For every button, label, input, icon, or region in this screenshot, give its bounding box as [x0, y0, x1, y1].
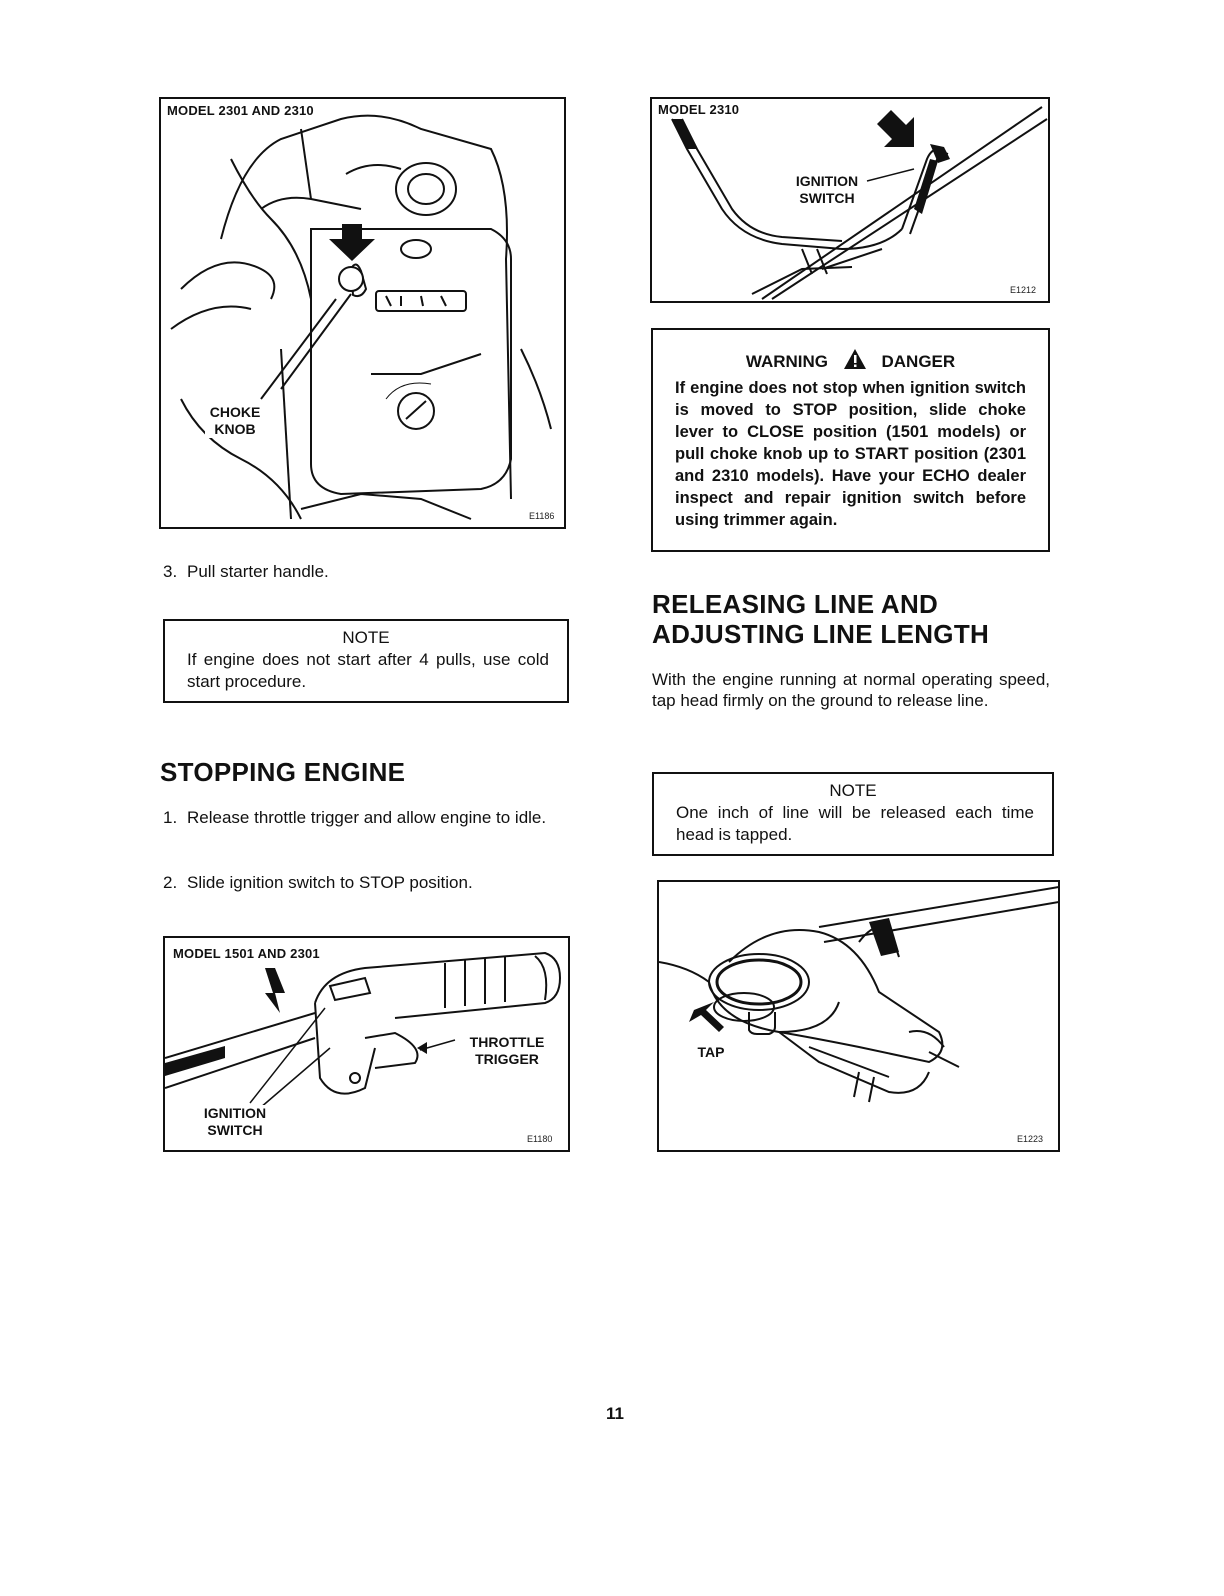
engine-model-label: MODEL 2301 AND 2310	[165, 103, 316, 118]
page-number: 11	[606, 1404, 624, 1423]
trimmer-head-illustration	[659, 886, 1058, 1103]
throttle-trigger-callout: THROTTLE TRIGGER	[461, 1034, 553, 1068]
engine-figure-code: E1186	[529, 511, 555, 521]
engine-illustration	[170, 114, 552, 520]
warning-heading: WARNING DANGER	[653, 348, 1048, 375]
danger-label: DANGER	[881, 351, 956, 371]
handle-2310-illustration	[671, 106, 1048, 300]
handle-1501-figure-code: E1180	[527, 1134, 553, 1144]
step-1-text: Release throttle trigger and allow engin…	[187, 808, 547, 827]
step-3: 3. Pull starter handle.	[163, 561, 563, 583]
step-2: 2. Slide ignition switch to STOP position…	[163, 872, 568, 894]
note-line-release: NOTE One inch of line will be released e…	[652, 772, 1054, 856]
warning-triangle-icon	[843, 348, 867, 375]
tap-callout: TAP	[691, 1044, 731, 1061]
handle-1501-model-label: MODEL 1501 AND 2301	[171, 946, 322, 961]
handle-1501-illustration	[165, 951, 562, 1109]
step-2-number: 2.	[163, 873, 178, 892]
step-3-text: Pull starter handle.	[187, 562, 329, 581]
step-1-number: 1.	[163, 808, 178, 827]
ignition-switch-callout-2310: IGNITION SWITCH	[788, 173, 866, 207]
trimmer-head-figure: TAP E1223	[657, 880, 1060, 1152]
step-3-number: 3.	[163, 562, 178, 581]
ignition-switch-callout-1501: IGNITION SWITCH	[193, 1105, 277, 1139]
warning-danger-box: WARNING DANGER If engine does not stop w…	[651, 328, 1050, 552]
warning-body: If engine does not stop when ignition sw…	[675, 379, 1026, 529]
handle-2310-figure-code: E1212	[1010, 285, 1037, 295]
handle-2310-model-label: MODEL 2310	[656, 102, 742, 117]
step-1: 1. Release throttle trigger and allow eng…	[163, 807, 568, 829]
trimmer-head-figure-code: E1223	[1017, 1134, 1044, 1144]
releasing-line-paragraph: With the engine running at normal operat…	[652, 670, 1050, 710]
choke-knob-callout: CHOKE KNOB	[205, 404, 265, 438]
note-cold-start: NOTE If engine does not start after 4 pu…	[163, 619, 569, 703]
step-2-text: Slide ignition switch to STOP position.	[187, 873, 473, 892]
engine-figure: MODEL 2301 AND 2310 CHOKE KNOB E1186	[159, 97, 566, 529]
note-body: If engine does not start after 4 pulls, …	[187, 650, 549, 691]
releasing-line-heading: RELEASING LINE AND ADJUSTING LINE LENGTH	[652, 589, 990, 649]
handle-1501-figure: MODEL 1501 AND 2301 THROTTLE TRIGGER IGN…	[163, 936, 570, 1152]
note-line-release-title: NOTE	[829, 781, 877, 800]
stopping-engine-heading: STOPPING ENGINE	[160, 757, 406, 787]
handle-2310-figure: MODEL 2310 IGNITION SWITCH E1212	[650, 97, 1050, 303]
note-title: NOTE	[342, 628, 390, 647]
note-line-release-body: One inch of line will be released each t…	[676, 803, 1034, 844]
warning-label: WARNING	[745, 351, 829, 371]
